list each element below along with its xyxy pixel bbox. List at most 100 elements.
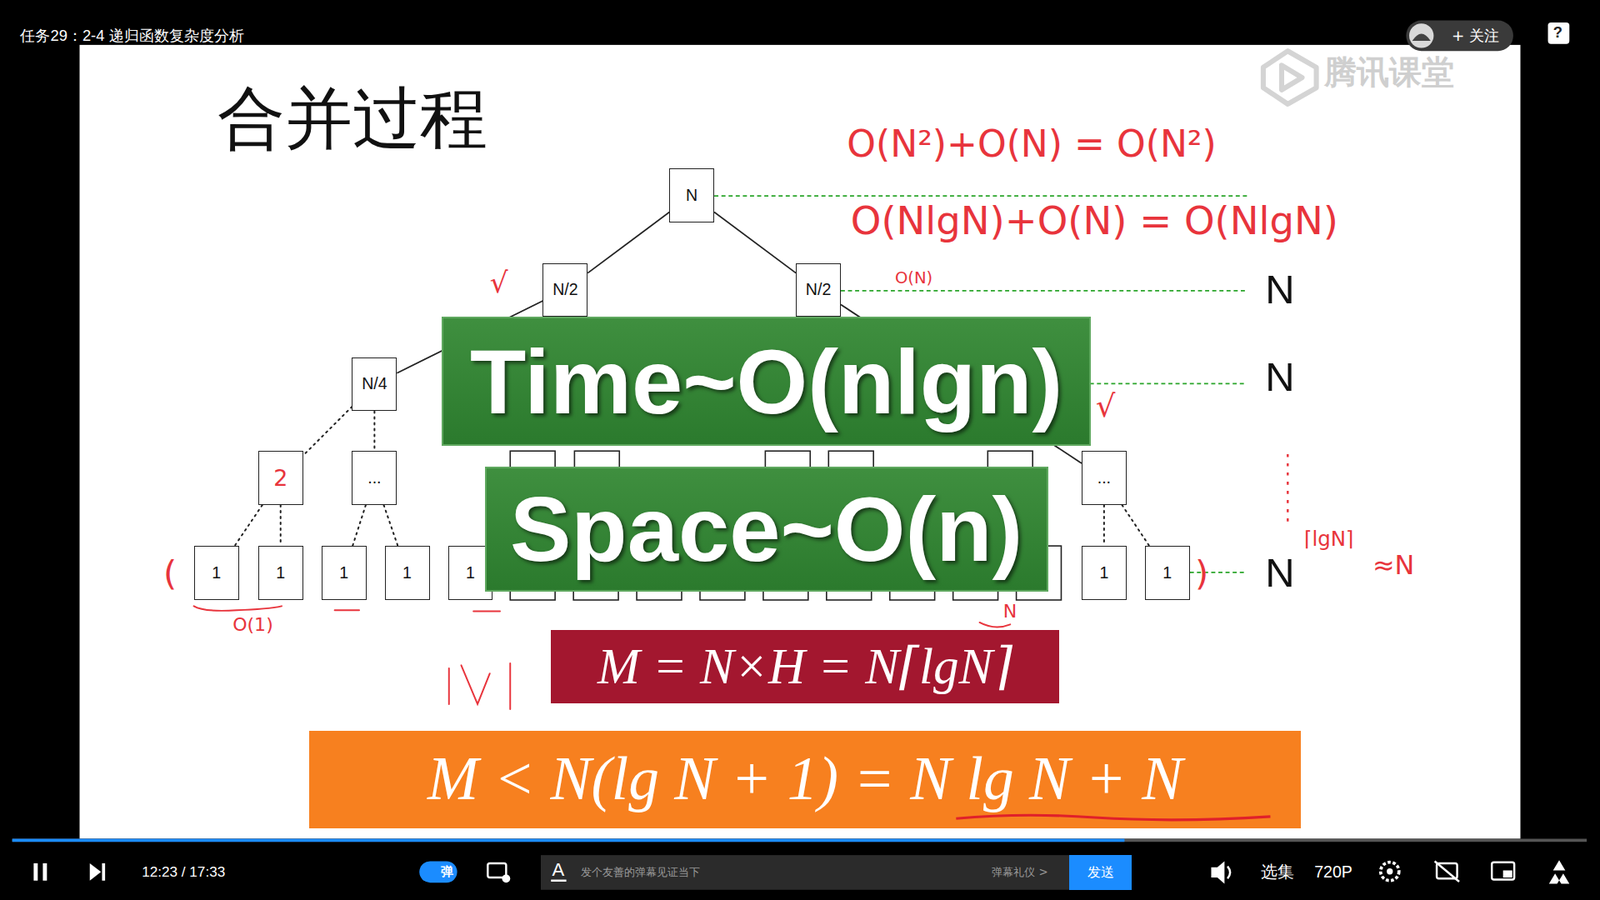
handwritten-note: ≈N <box>1372 550 1415 580</box>
avatar <box>1409 23 1434 48</box>
settings-icon <box>1380 862 1400 881</box>
next-icon <box>90 863 101 881</box>
leaf-box: 1 <box>258 545 304 600</box>
handwritten-note: ) <box>1195 554 1209 593</box>
red-mark <box>473 610 500 612</box>
tree-link <box>587 212 670 274</box>
red-brace <box>194 605 282 611</box>
text-label: N <box>1265 550 1295 596</box>
red-ellipsis <box>1286 454 1289 523</box>
text-label: 选集 <box>1260 863 1295 882</box>
node-text: 1 <box>465 564 475 583</box>
red-mark <box>335 609 360 611</box>
dotted-tree-link <box>280 505 282 546</box>
leaf-box: 1 <box>1081 545 1127 600</box>
danmaku-settings-icon <box>501 874 510 883</box>
avatar-figure <box>1412 33 1431 41</box>
volume-icon <box>1227 866 1230 880</box>
node-text: N <box>685 186 698 205</box>
node-text: N/2 <box>552 280 578 300</box>
text-label: ? <box>1553 24 1563 41</box>
tree-link <box>714 212 796 274</box>
handwritten-note: O(N²)+O(N) = O(N²) <box>846 124 1216 165</box>
leaf-box: 1 <box>1145 545 1190 600</box>
leaf-box: 1 <box>321 545 367 600</box>
dotted-tree-link <box>373 410 375 451</box>
dotted-tree-link <box>1103 505 1105 546</box>
danmaku-toggle <box>419 860 457 883</box>
logo-play <box>1281 65 1302 90</box>
node-text: 1 <box>1162 564 1172 583</box>
node-text: 1 <box>339 564 349 583</box>
node-text: M < N(lg N + 1) = N lg N + N <box>427 745 1183 814</box>
slide-title: 合并过程 <box>217 81 488 156</box>
node-text: M = N×H = N⌈lgN⌉ <box>597 638 1013 695</box>
red-scribble <box>449 663 510 710</box>
node-text: 1 <box>211 564 221 583</box>
tree-box: N/4 <box>351 357 397 412</box>
handwritten-note: √ <box>490 267 509 300</box>
red-mark <box>980 622 1011 628</box>
formula-band: M = N×H = N⌈lgN⌉ <box>550 630 1060 704</box>
leaf-box: 1 <box>385 545 430 600</box>
text-label: 发个友善的弹幕见证当下 <box>580 866 700 880</box>
text-label: 720P <box>1314 863 1353 882</box>
tree-box: N/2 <box>795 263 841 317</box>
level-guide <box>1190 571 1248 574</box>
share-icon <box>1549 860 1570 884</box>
text-label: A <box>551 860 565 880</box>
handwritten-note: O(NlgN)+O(N) = O(NlgN) <box>849 200 1340 243</box>
node-text: N/4 <box>361 375 387 394</box>
text-label: N <box>1265 267 1295 313</box>
tree-box: ... <box>1081 450 1127 505</box>
leaf-box: 1 <box>194 545 240 600</box>
danmaku-settings-icon <box>487 863 506 878</box>
pip-icon <box>1491 862 1515 880</box>
formula-band: M < N(lg N + 1) = N lg N + N <box>309 730 1301 830</box>
text-label: 弹幕礼仪 > <box>991 866 1049 880</box>
help-icon <box>1548 22 1570 45</box>
text-label: N <box>1265 355 1295 400</box>
node-text: 1 <box>402 564 412 583</box>
node-text: + 关注 <box>1451 27 1500 45</box>
settings-icon <box>1386 868 1393 875</box>
tree-box: N <box>669 168 715 223</box>
tree-box: ... <box>351 450 397 505</box>
player-controls <box>12 839 1587 890</box>
node-text: ... <box>1097 469 1111 488</box>
complexity-banner: Time~O(nlgn) <box>441 316 1091 447</box>
handwritten-note: √ <box>1095 390 1115 424</box>
danmaku-input <box>540 855 1070 890</box>
node-text: 1 <box>275 564 285 583</box>
text-label: 弹 <box>440 865 454 879</box>
volume-icon <box>1210 860 1225 884</box>
text-label: 腾讯课堂 <box>1324 54 1455 90</box>
node-text: 1 <box>1099 564 1109 583</box>
level-guide <box>1090 383 1248 385</box>
node-text: Time~O(nlgn) <box>470 330 1063 432</box>
pause-icon <box>42 863 47 881</box>
tree-box: 2 <box>258 450 304 505</box>
node-text: 2 <box>273 465 288 491</box>
progress-fill <box>12 839 1125 843</box>
handwritten-note: O(1) <box>232 615 274 635</box>
complexity-banner: Space~O(n) <box>485 466 1049 593</box>
slide-ground <box>80 45 1521 840</box>
dotted-tree-link <box>303 406 353 456</box>
node-text: ... <box>367 469 381 488</box>
handwritten-note: N <box>1003 601 1017 622</box>
follow-pill <box>1405 20 1514 51</box>
logo-hex <box>1263 50 1317 105</box>
watermark-logo <box>1263 50 1317 105</box>
next-icon <box>101 863 105 881</box>
progress-track <box>12 839 1587 843</box>
level-guide <box>840 290 1247 292</box>
send-button: 发送 <box>1069 855 1132 890</box>
text-label: 任务29：2-4 递归函数复杂度分析 <box>20 27 244 45</box>
danmaku-off-icon <box>1435 860 1460 881</box>
red-underline-stroke <box>955 815 1270 820</box>
handwritten-note: O(N) <box>895 269 933 288</box>
